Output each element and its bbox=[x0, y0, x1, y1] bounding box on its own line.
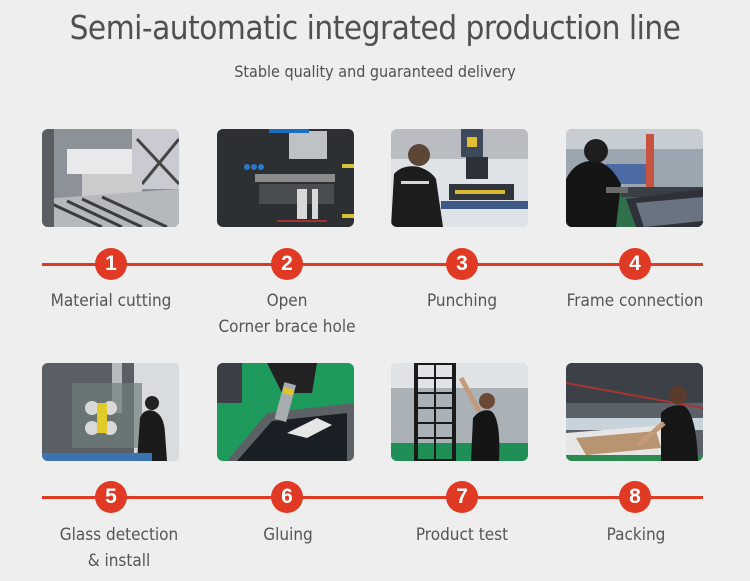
step-label-line: Frame connection bbox=[566, 291, 704, 311]
step-label-line: Material cutting bbox=[50, 291, 172, 311]
step-number-badge: 8 bbox=[619, 481, 651, 513]
packing-photo bbox=[566, 363, 703, 461]
step-number-badge: 2 bbox=[271, 248, 303, 280]
step-label-line: Packing bbox=[606, 525, 666, 545]
step-label: Packing bbox=[548, 522, 724, 548]
step-label: Gluing bbox=[200, 522, 376, 548]
step-label-line: Corner brace hole bbox=[218, 317, 356, 337]
step-label: Open Corner brace hole bbox=[199, 288, 375, 340]
step-label: Product test bbox=[374, 522, 550, 548]
timeline-line-2 bbox=[42, 496, 703, 499]
frame-connection-photo bbox=[566, 129, 703, 227]
step-number-badge: 3 bbox=[446, 248, 478, 280]
step-label-line: Product test bbox=[415, 525, 509, 545]
step-label: Frame connection bbox=[547, 288, 723, 314]
material-cutting-photo bbox=[42, 129, 179, 227]
step-number-badge: 1 bbox=[95, 248, 127, 280]
step-number-badge: 4 bbox=[619, 248, 651, 280]
step-label-line: Open bbox=[266, 291, 308, 311]
glass-install-photo bbox=[42, 363, 179, 461]
step-label: Punching bbox=[374, 288, 550, 314]
step-label: Glass detection & install bbox=[31, 522, 207, 574]
punching-photo bbox=[391, 129, 528, 227]
step-number-badge: 7 bbox=[446, 481, 478, 513]
step-number-badge: 5 bbox=[95, 481, 127, 513]
product-test-photo bbox=[391, 363, 528, 461]
step-label: Material cutting bbox=[23, 288, 199, 314]
timeline-line-1 bbox=[42, 263, 703, 266]
corner-brace-hole-photo bbox=[217, 129, 354, 227]
page-subtitle: Stable quality and guaranteed delivery bbox=[234, 62, 516, 81]
step-label-line: Punching bbox=[426, 291, 498, 311]
step-number-badge: 6 bbox=[271, 481, 303, 513]
step-label-line: & install bbox=[87, 551, 151, 571]
gluing-photo bbox=[217, 363, 354, 461]
step-label-line: Gluing bbox=[263, 525, 313, 545]
page-title: Semi-automatic integrated production lin… bbox=[69, 8, 681, 47]
step-label-line: Glass detection bbox=[59, 525, 179, 545]
